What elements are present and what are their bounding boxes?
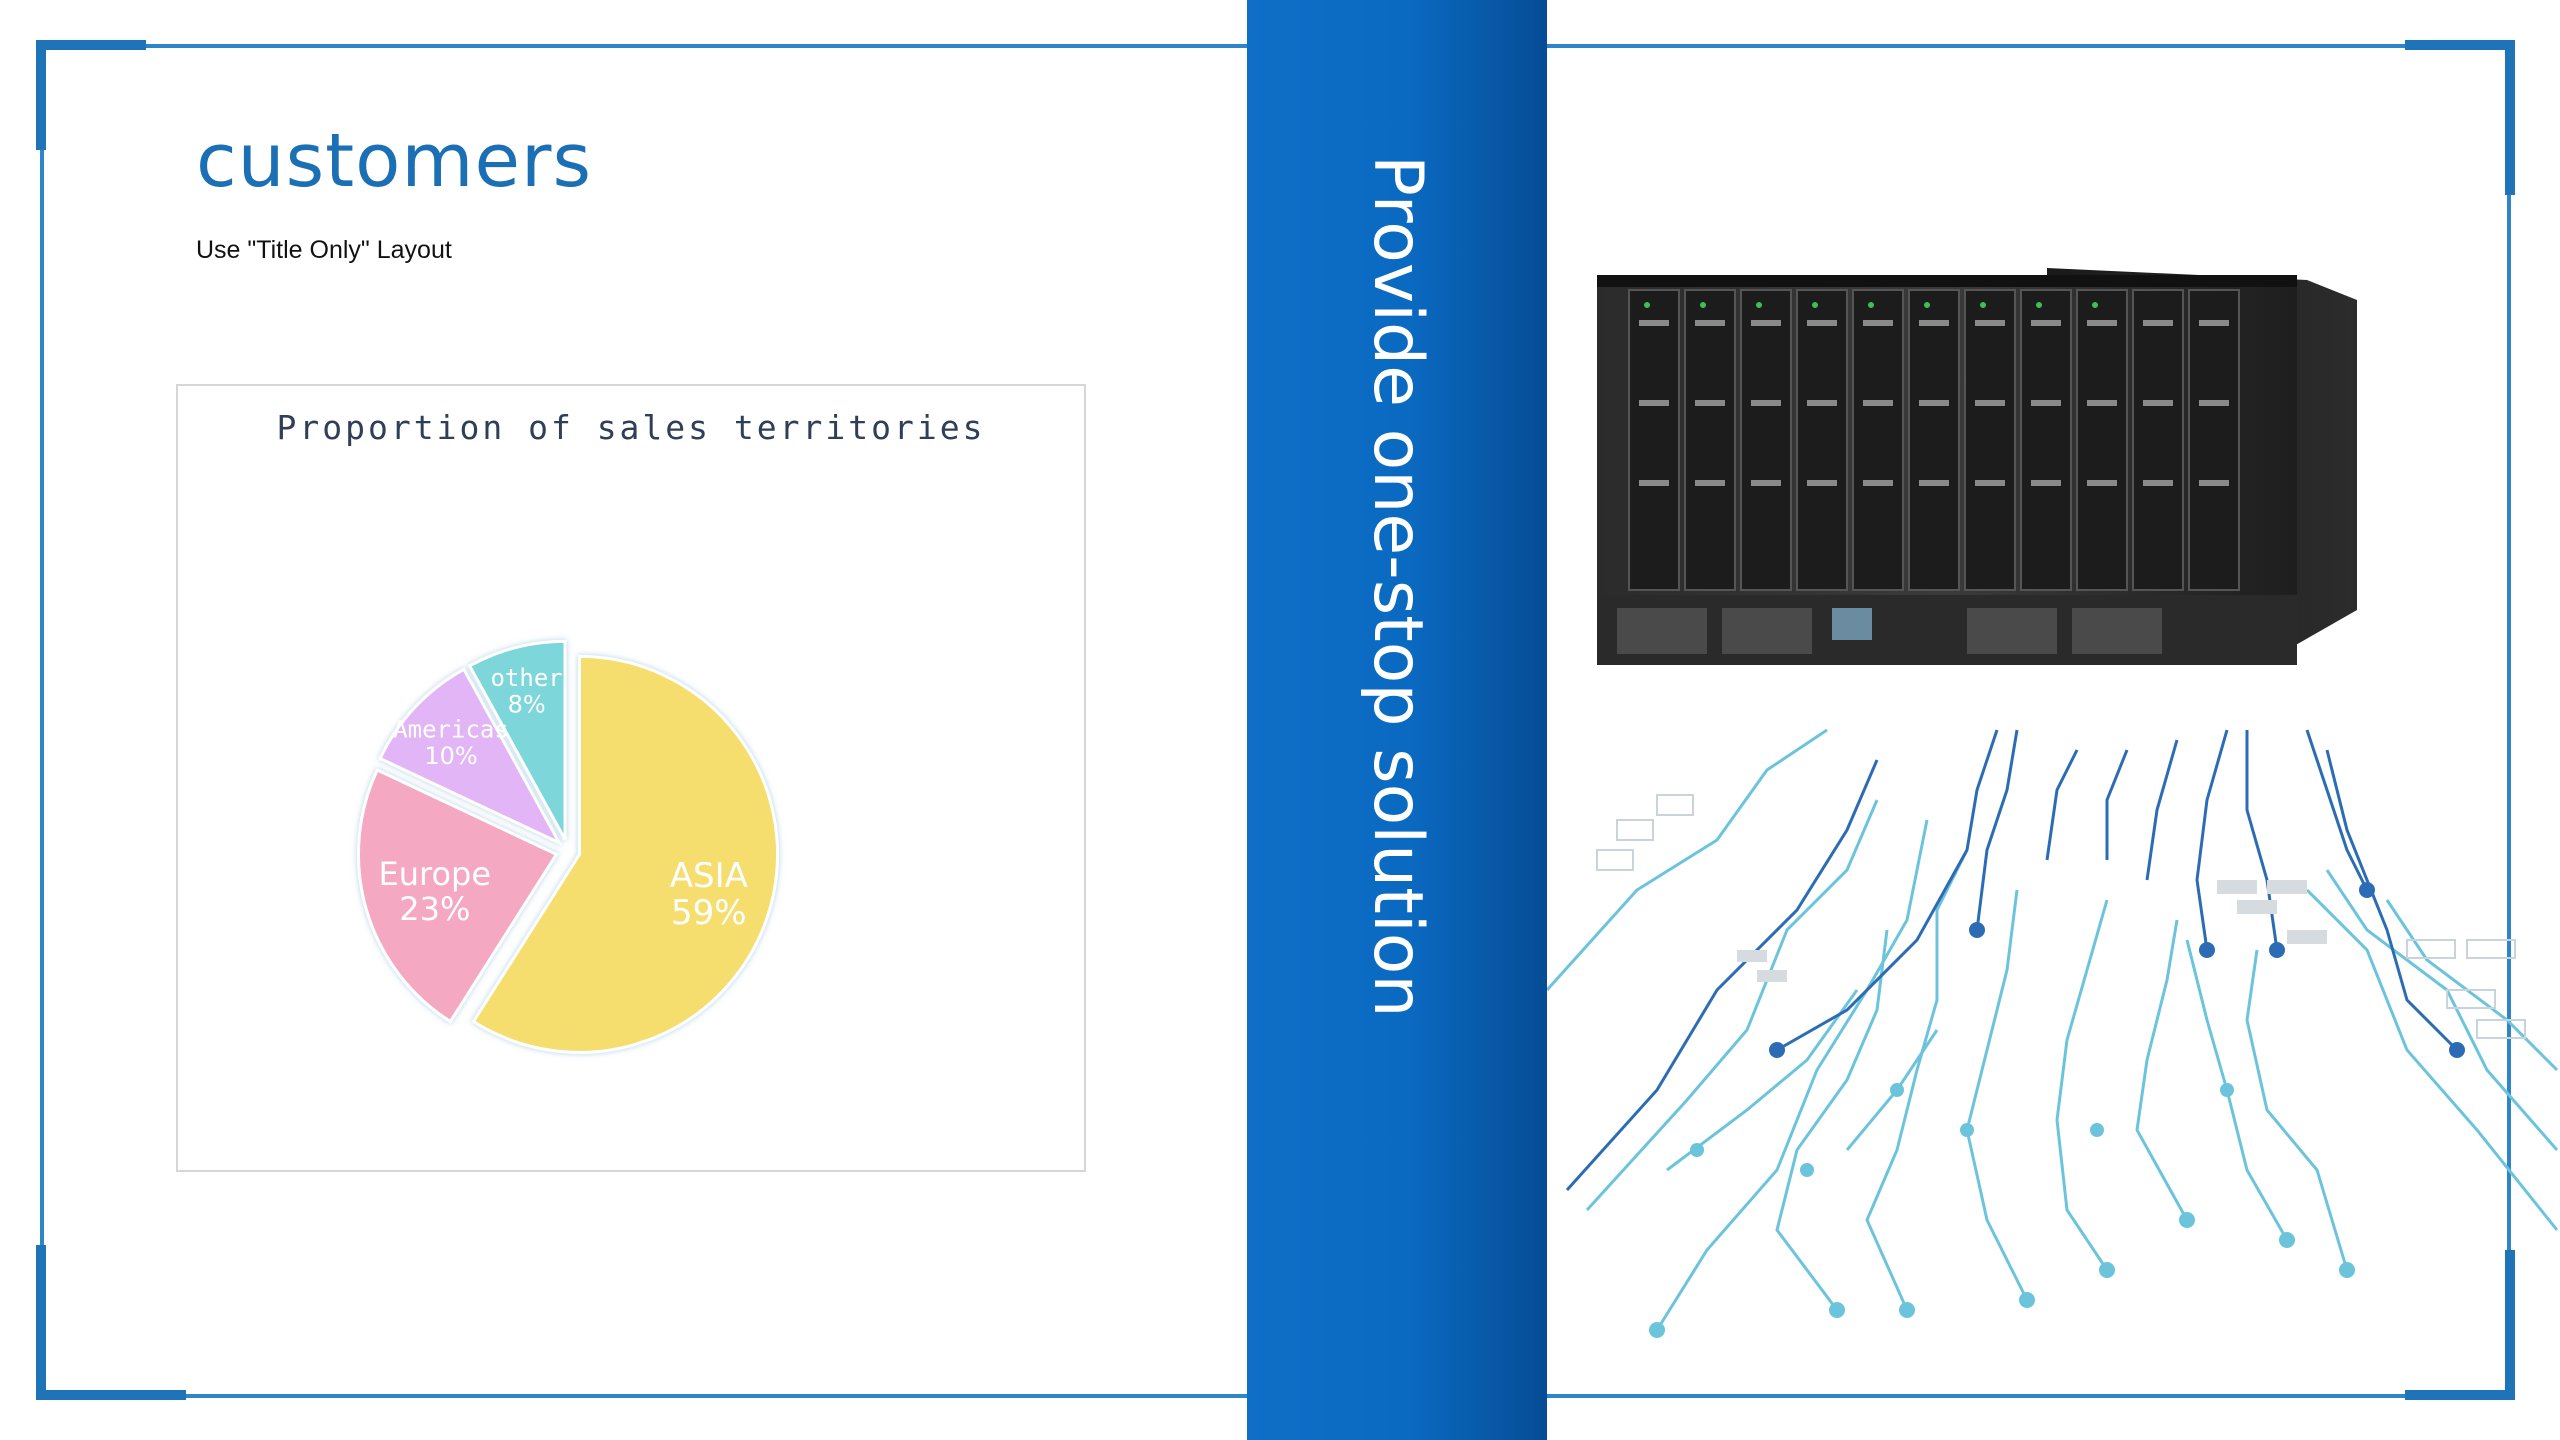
status-leds bbox=[1644, 302, 2098, 308]
pie-value-other: 8% bbox=[508, 691, 546, 719]
frame-corner-tr bbox=[2405, 40, 2515, 50]
pie-value-europe: 23% bbox=[399, 890, 470, 928]
band-heading-text: Provide one-stop solution bbox=[1358, 155, 1437, 1018]
chart-title: Proportion of sales territories bbox=[276, 408, 986, 447]
frame-corner-br-v bbox=[2505, 1250, 2515, 1400]
circuit-blocks bbox=[1596, 794, 2526, 1039]
frame-top-left bbox=[40, 44, 1247, 48]
frame-right-side bbox=[2507, 44, 2511, 1398]
circuit-nodes bbox=[1649, 882, 2465, 1338]
pie-slice-other bbox=[467, 639, 567, 841]
pie-slice-europe bbox=[357, 768, 559, 1024]
power-supplies bbox=[1617, 608, 2162, 654]
pie-label-europe: Europe bbox=[379, 855, 492, 893]
pie-slice-americas bbox=[378, 667, 563, 847]
blade-vents bbox=[1639, 320, 2229, 486]
frame-left-side bbox=[40, 44, 44, 1398]
frame-bottom-right bbox=[1547, 1394, 2511, 1398]
pie-slice-asia bbox=[471, 654, 779, 1054]
blade-server bbox=[1597, 268, 2357, 665]
frame-top-right bbox=[1547, 44, 2511, 48]
frame-corner-tl-v bbox=[36, 40, 46, 150]
frame-bottom-left bbox=[40, 1394, 1247, 1398]
pie-value-asia: 59% bbox=[671, 893, 747, 933]
pie-label-asia: ASIA bbox=[670, 856, 748, 896]
center-band bbox=[1247, 0, 1547, 1440]
blade-slots bbox=[1628, 289, 2240, 591]
circuit-lines bbox=[1547, 728, 2559, 1331]
lcd-panel-icon bbox=[1832, 608, 1872, 640]
slide-subtitle: Use "Title Only" Layout bbox=[196, 236, 452, 264]
band-heading: Provide one-stop solution bbox=[1347, 155, 1447, 1055]
frame-corner-bl bbox=[36, 1390, 186, 1400]
frame-corner-tr-v bbox=[2505, 40, 2515, 195]
pie-label-other: other bbox=[490, 664, 562, 692]
pie-label-americas: Americas bbox=[393, 716, 509, 744]
frame-corner-br bbox=[2405, 1390, 2515, 1400]
frame-corner-tl bbox=[36, 40, 146, 50]
frame-corner-bl-v bbox=[36, 1245, 46, 1400]
pie-value-americas: 10% bbox=[424, 742, 477, 770]
blade-server-circuit-illustration bbox=[1547, 268, 2559, 1338]
circuit-pads bbox=[1737, 880, 2327, 982]
slide-title: customers bbox=[196, 118, 593, 204]
